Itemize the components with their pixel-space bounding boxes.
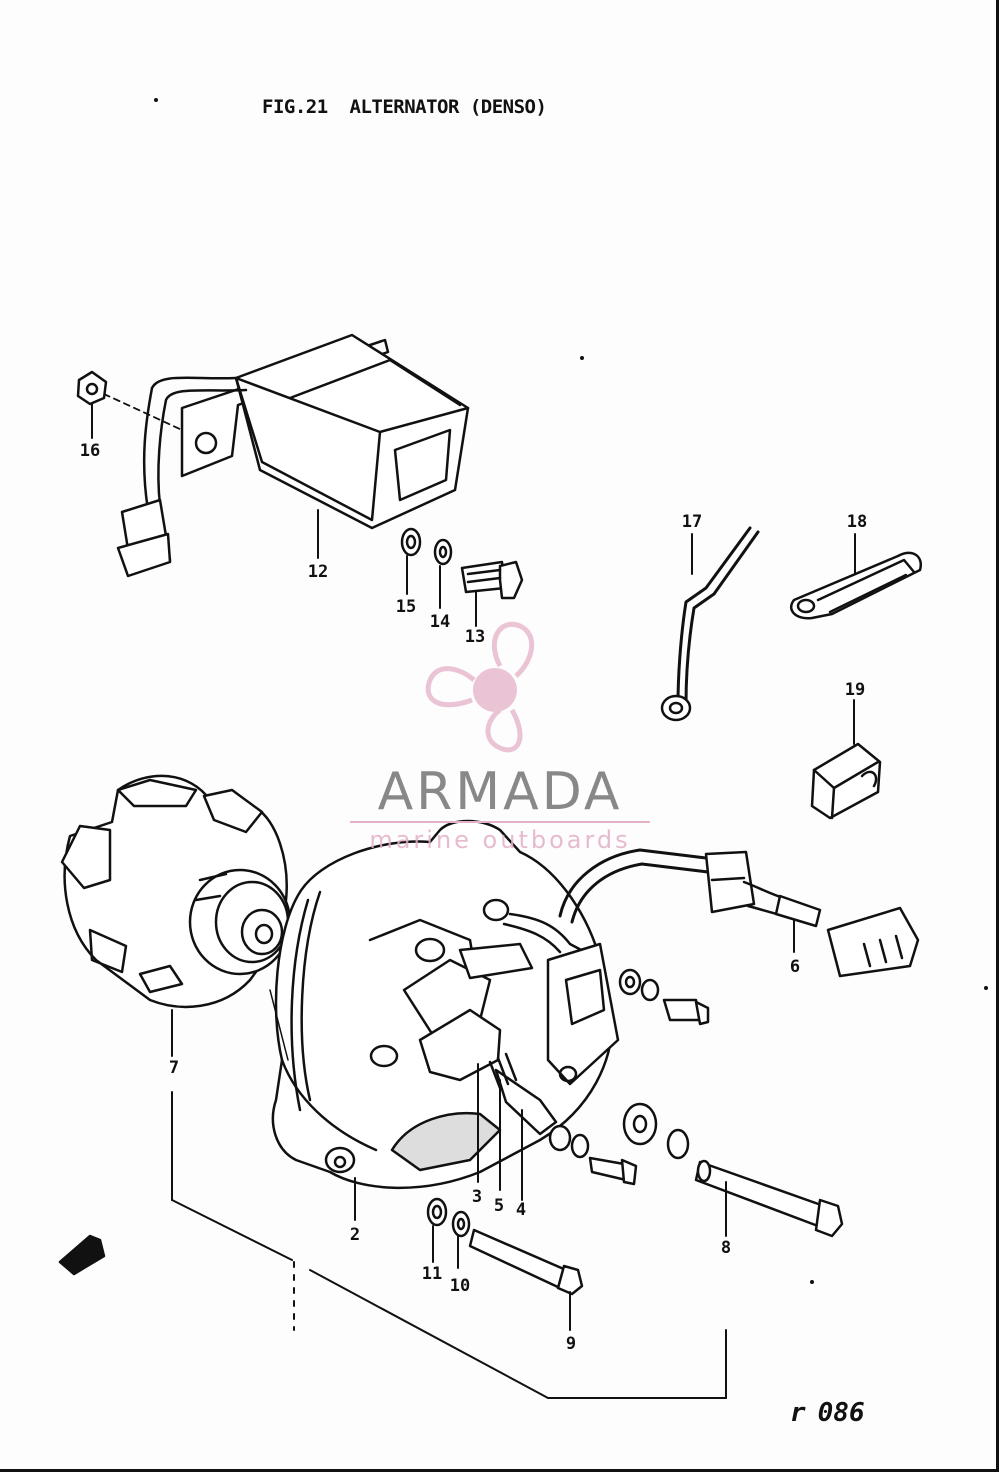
callout-16: 16 — [79, 441, 101, 461]
callout-15: 15 — [395, 597, 417, 617]
watermark-tagline: marine outboards — [369, 826, 631, 854]
watermark-brand: ARMADA — [377, 762, 623, 822]
clip-19 — [810, 742, 882, 820]
mounting-screws-and-washers — [548, 968, 710, 1186]
callout-12: 12 — [307, 562, 329, 582]
rotor-part-7 — [60, 774, 292, 1009]
callout-9: 9 — [565, 1334, 577, 1354]
callout-3: 3 — [471, 1187, 483, 1207]
regulator-part-12 — [76, 333, 470, 578]
wire-clamp-18 — [789, 551, 923, 620]
through-bolt-part-8 — [694, 1159, 844, 1238]
callout-14: 14 — [429, 612, 451, 632]
figure-title: FIG.21 ALTERNATOR (DENSO) — [262, 96, 547, 118]
callout-11: 11 — [421, 1264, 443, 1284]
stator-housing-part-2 — [269, 819, 620, 1190]
watermark-rule — [350, 821, 650, 823]
callout-5: 5 — [493, 1196, 505, 1216]
callout-7: 7 — [168, 1058, 180, 1078]
callout-13: 13 — [464, 627, 486, 647]
callout-17: 17 — [681, 512, 703, 532]
callout-4: 4 — [515, 1200, 527, 1220]
bolt-and-washers-9-11 — [426, 1197, 584, 1296]
callout-2: 2 — [349, 1225, 361, 1245]
lower-leader-lines — [171, 919, 795, 1399]
wire-harness-part-6 — [558, 848, 920, 978]
callout-18: 18 — [846, 512, 868, 532]
armada-propeller-logo-icon — [425, 621, 535, 753]
upper-leader-lines — [91, 403, 856, 745]
washers-and-bolt-13-15 — [400, 527, 524, 600]
callout-19: 19 — [844, 680, 866, 700]
callout-10: 10 — [449, 1276, 471, 1296]
callout-6: 6 — [789, 957, 801, 977]
wire-bracket-17 — [660, 526, 760, 722]
callout-8: 8 — [720, 1238, 732, 1258]
forward-arrow-icon — [58, 1234, 106, 1276]
